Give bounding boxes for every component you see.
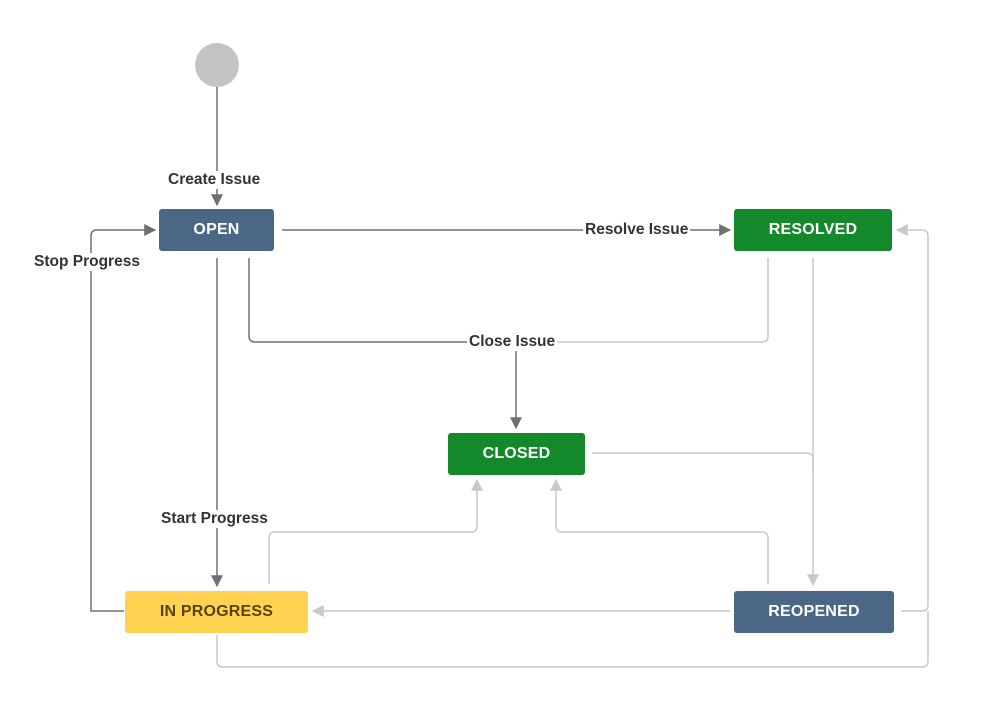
transition-label-resolve-issue[interactable]: Resolve Issue — [583, 221, 691, 239]
start-node — [195, 43, 239, 87]
transition-inprogress-resolve-line — [216, 611, 929, 668]
transition-label-stop-progress[interactable]: Stop Progress — [32, 253, 142, 271]
status-reopened[interactable]: REOPENED — [734, 591, 894, 633]
transition-label-create-issue[interactable]: Create Issue — [166, 171, 263, 189]
transition-open-close-issue-line — [248, 258, 516, 343]
transition-inprogress-close-line — [268, 478, 483, 584]
transition-label-start-progress[interactable]: Start Progress — [159, 510, 270, 528]
transition-label-close-issue[interactable]: Close Issue — [467, 333, 558, 351]
transition-closed-reopen-line — [592, 452, 814, 472]
transition-reopened-resolve-line — [895, 224, 929, 612]
transition-resolved-close-line — [516, 258, 769, 343]
transition-reopened-close-line — [550, 478, 769, 584]
status-open[interactable]: OPEN — [159, 209, 274, 251]
status-in-progress[interactable]: IN PROGRESS — [125, 591, 308, 633]
transition-stop-progress-line — [90, 224, 157, 612]
status-resolved[interactable]: RESOLVED — [734, 209, 892, 251]
status-closed[interactable]: CLOSED — [448, 433, 585, 475]
